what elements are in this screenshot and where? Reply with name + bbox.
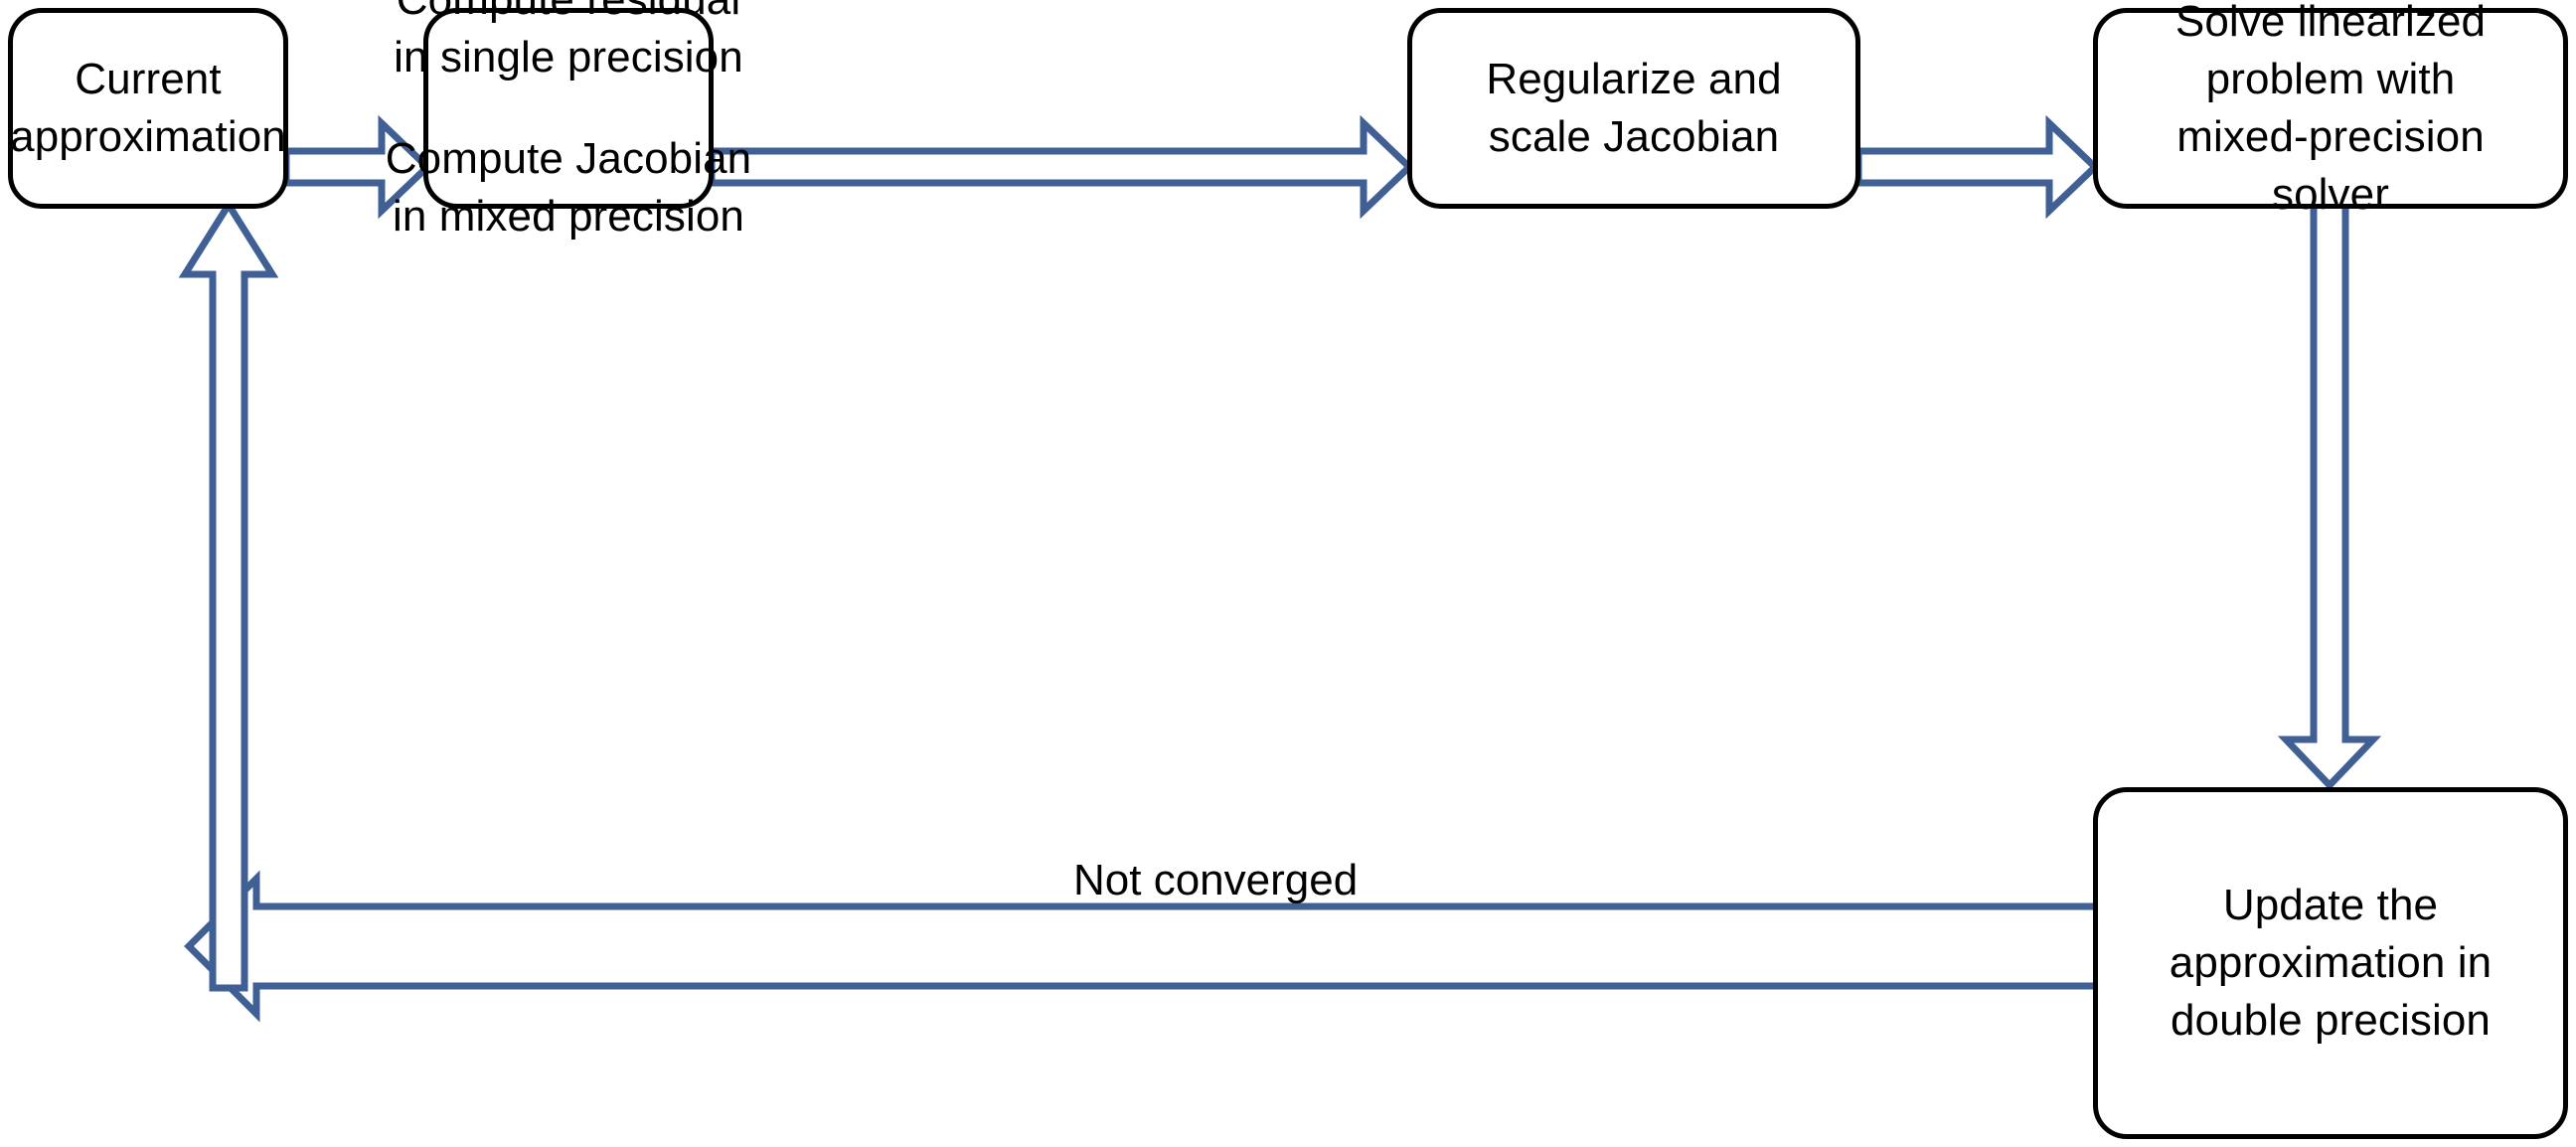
node-residual-paragraph-1: Compute residual in single precision	[394, 0, 743, 86]
node-solve-line-1: Solve linearized	[2174, 0, 2487, 46]
node-solve-linearized-problem[interactable]: Solve linearized problem with mixed-prec…	[2093, 0, 2568, 219]
node-solve-paragraph-1: Solve linearized problem with mixed-prec…	[2175, 0, 2486, 224]
arrow-solve-to-update	[2277, 201, 2382, 791]
node-compute-residual-and-jacobian[interactable]: Compute residual in single precision Com…	[386, 0, 751, 241]
node-residual-paragraph-2: Compute Jacobian in mixed precision	[386, 130, 752, 246]
node-regularize-and-scale-jacobian[interactable]: Regularize and scale Jacobian	[1407, 8, 1860, 209]
node-residual-line-4: in mixed precision	[393, 192, 744, 242]
arrow-residual-to-regularize	[708, 114, 1415, 220]
node-update-line-1: Update the	[2222, 880, 2439, 929]
node-solve-line-2: problem with	[2205, 54, 2456, 103]
arrow-current-to-residual	[282, 114, 433, 220]
node-regularize-line-1: Regularize and	[1486, 54, 1782, 103]
node-residual-line-1: Compute residual	[394, 0, 743, 29]
edge-label-not-converged: Not converged	[1073, 856, 1359, 904]
node-residual-line-3: Compute Jacobian	[385, 134, 752, 183]
node-regularize-line-2: scale Jacobian	[1488, 112, 1780, 161]
node-current-line-1: Current	[75, 54, 222, 103]
node-solve-line-4: solver	[2272, 170, 2389, 220]
node-update-line-2: approximation in	[2169, 937, 2493, 987]
arrow-regularize-to-solve	[1854, 114, 2101, 220]
node-solve-line-3: mixed-precision	[2176, 112, 2485, 161]
node-update-line-3: double precision	[2170, 996, 2492, 1046]
node-current-paragraph-1: Current approximation	[10, 51, 286, 166]
node-regularize-paragraph-1: Regularize and scale Jacobian	[1486, 51, 1781, 166]
node-update-approximation[interactable]: Update the approximation in double preci…	[2093, 787, 2568, 1139]
node-current-approximation[interactable]: Current approximation	[8, 8, 288, 209]
node-current-line-2: approximation	[10, 112, 286, 161]
node-residual-line-2: in single precision	[394, 32, 743, 82]
arrow-update-to-current-feedback	[178, 198, 2228, 1023]
node-update-paragraph-1: Update the approximation in double preci…	[2170, 877, 2492, 1050]
